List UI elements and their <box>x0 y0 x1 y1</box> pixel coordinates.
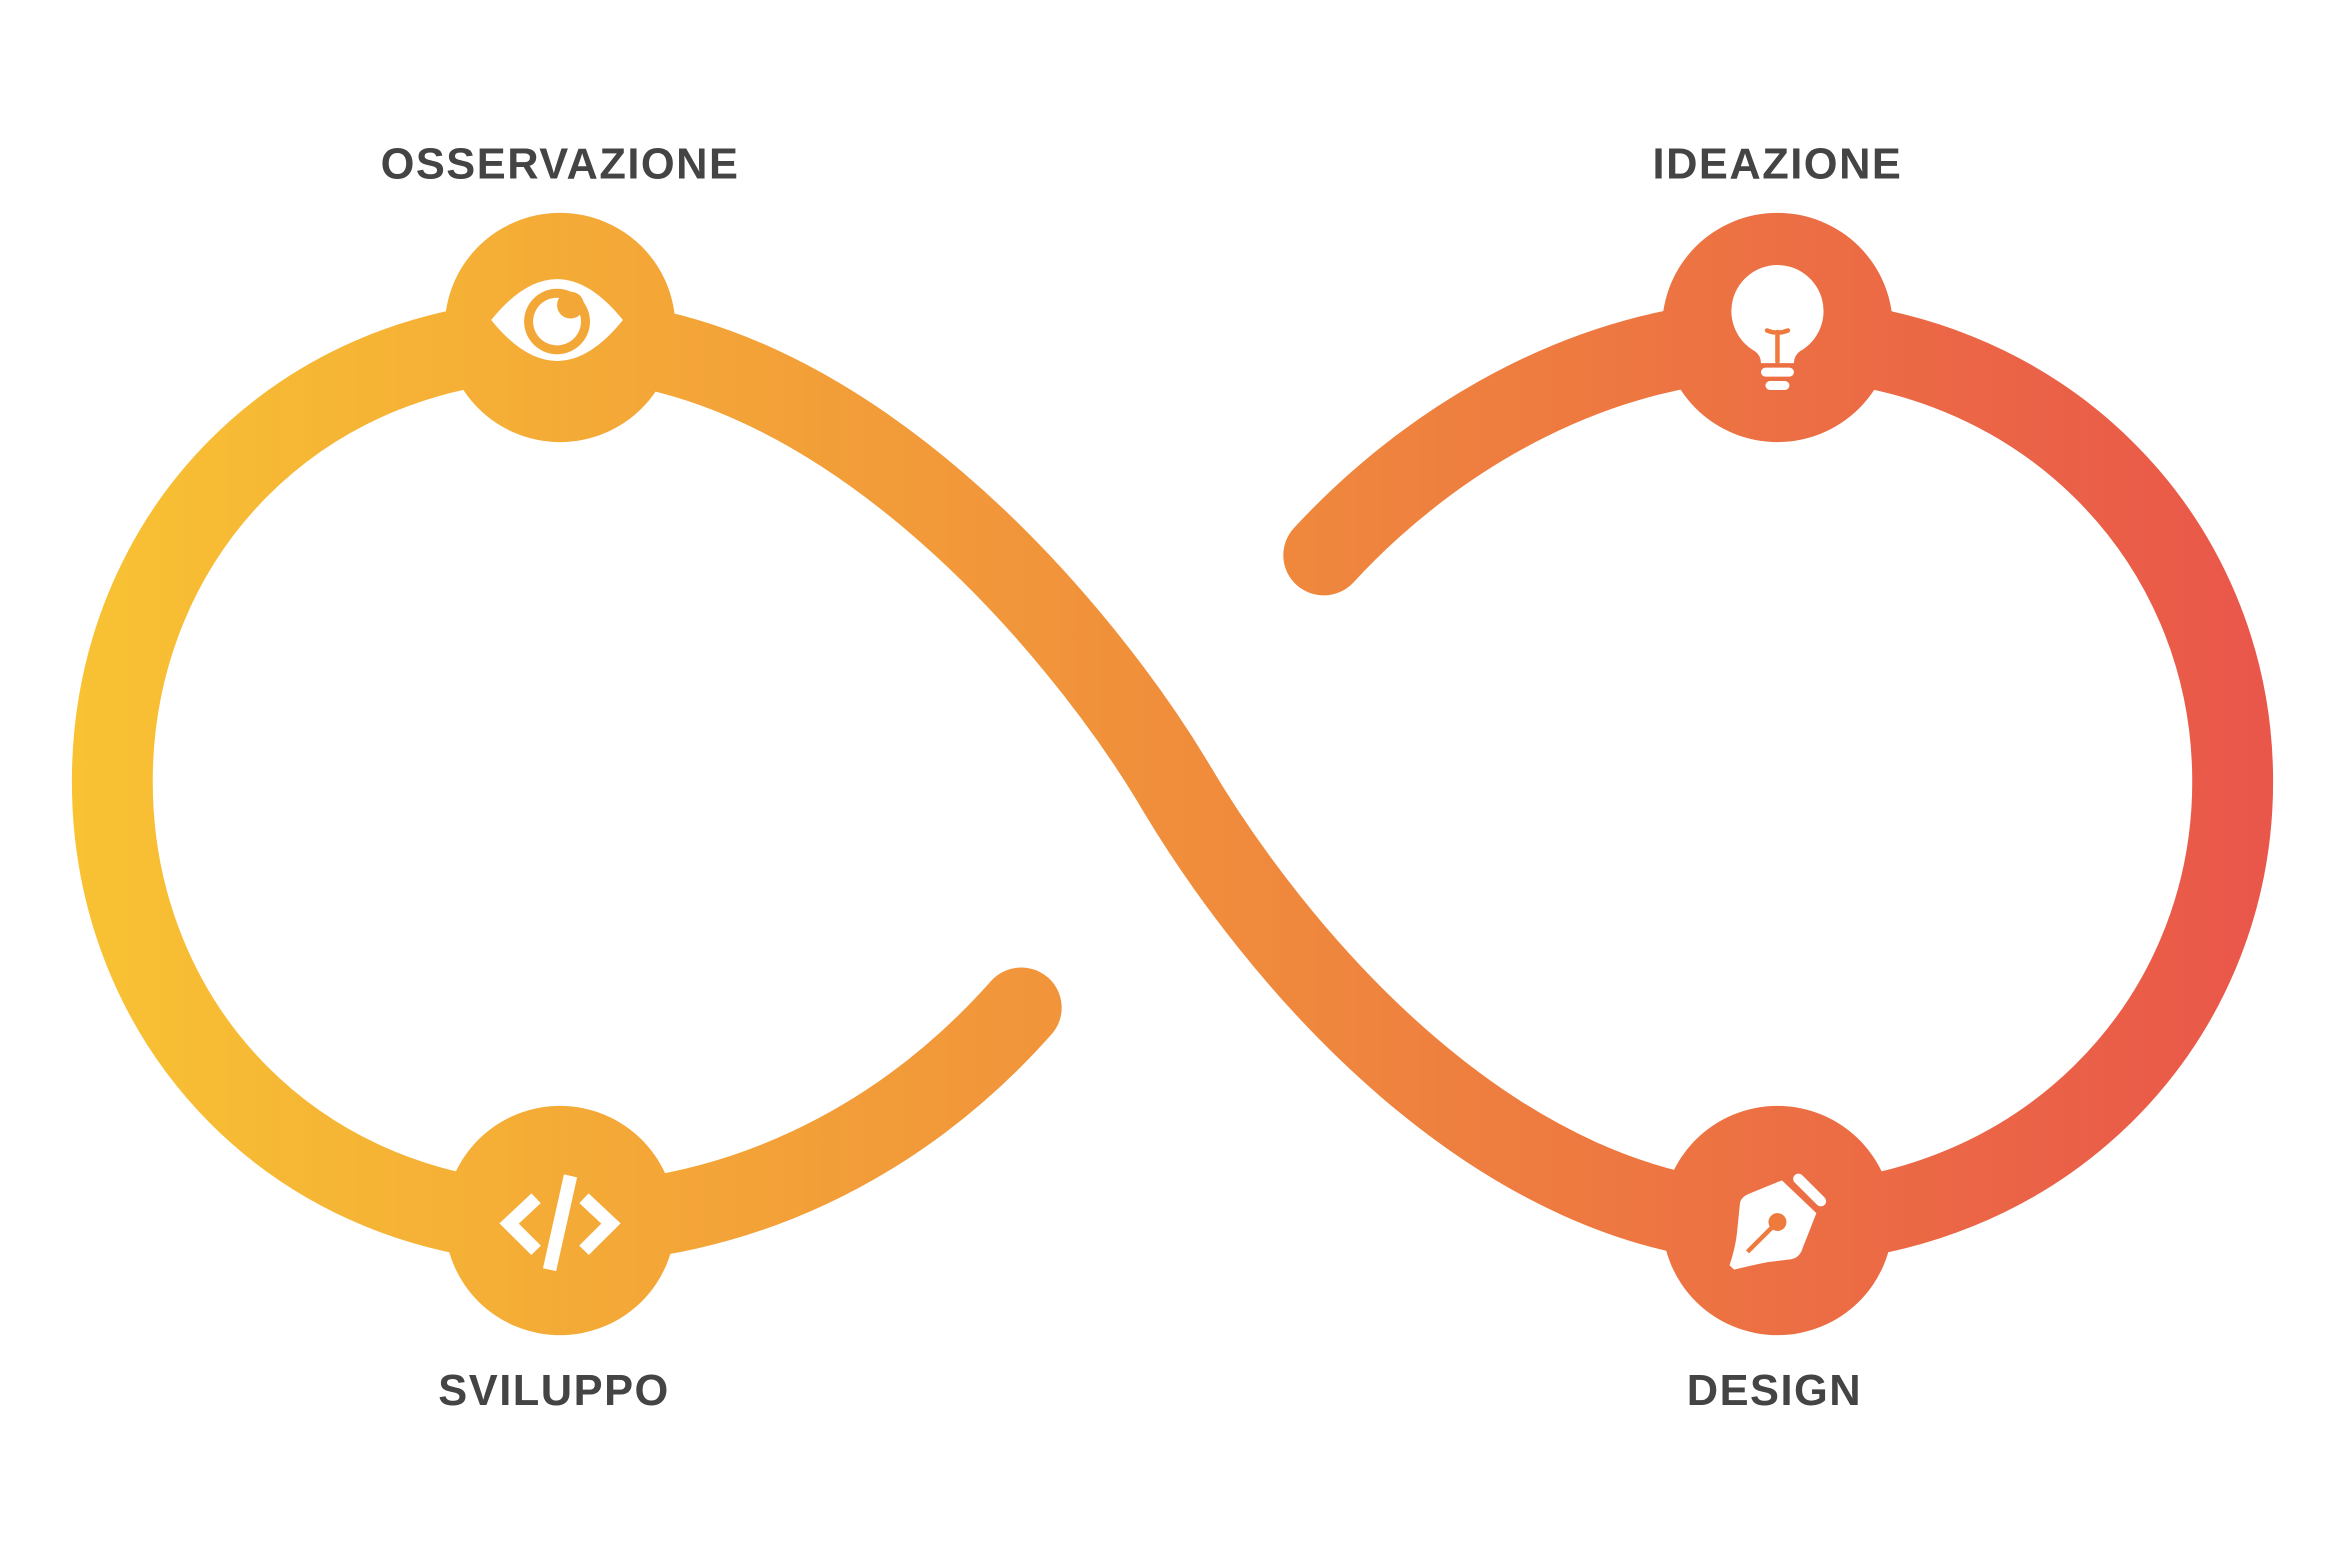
stage-label-sviluppo: SVILUPPO <box>438 1367 670 1415</box>
code-icon <box>499 1174 621 1272</box>
stage-label-ideazione: IDEAZIONE <box>1653 141 1903 189</box>
pen-nib-icon <box>1729 1173 1827 1270</box>
node-osservazione <box>444 212 676 443</box>
node-ideazione <box>1662 212 1893 443</box>
eye-icon <box>491 279 623 361</box>
infinity-track <box>71 299 2274 1264</box>
lightbulb-icon <box>1731 264 1824 390</box>
stage-label-osservazione: OSSERVAZIONE <box>381 141 740 189</box>
stage-label-design: DESIGN <box>1687 1367 1862 1415</box>
node-design <box>1662 1105 1893 1336</box>
node-sviluppo <box>444 1105 676 1336</box>
